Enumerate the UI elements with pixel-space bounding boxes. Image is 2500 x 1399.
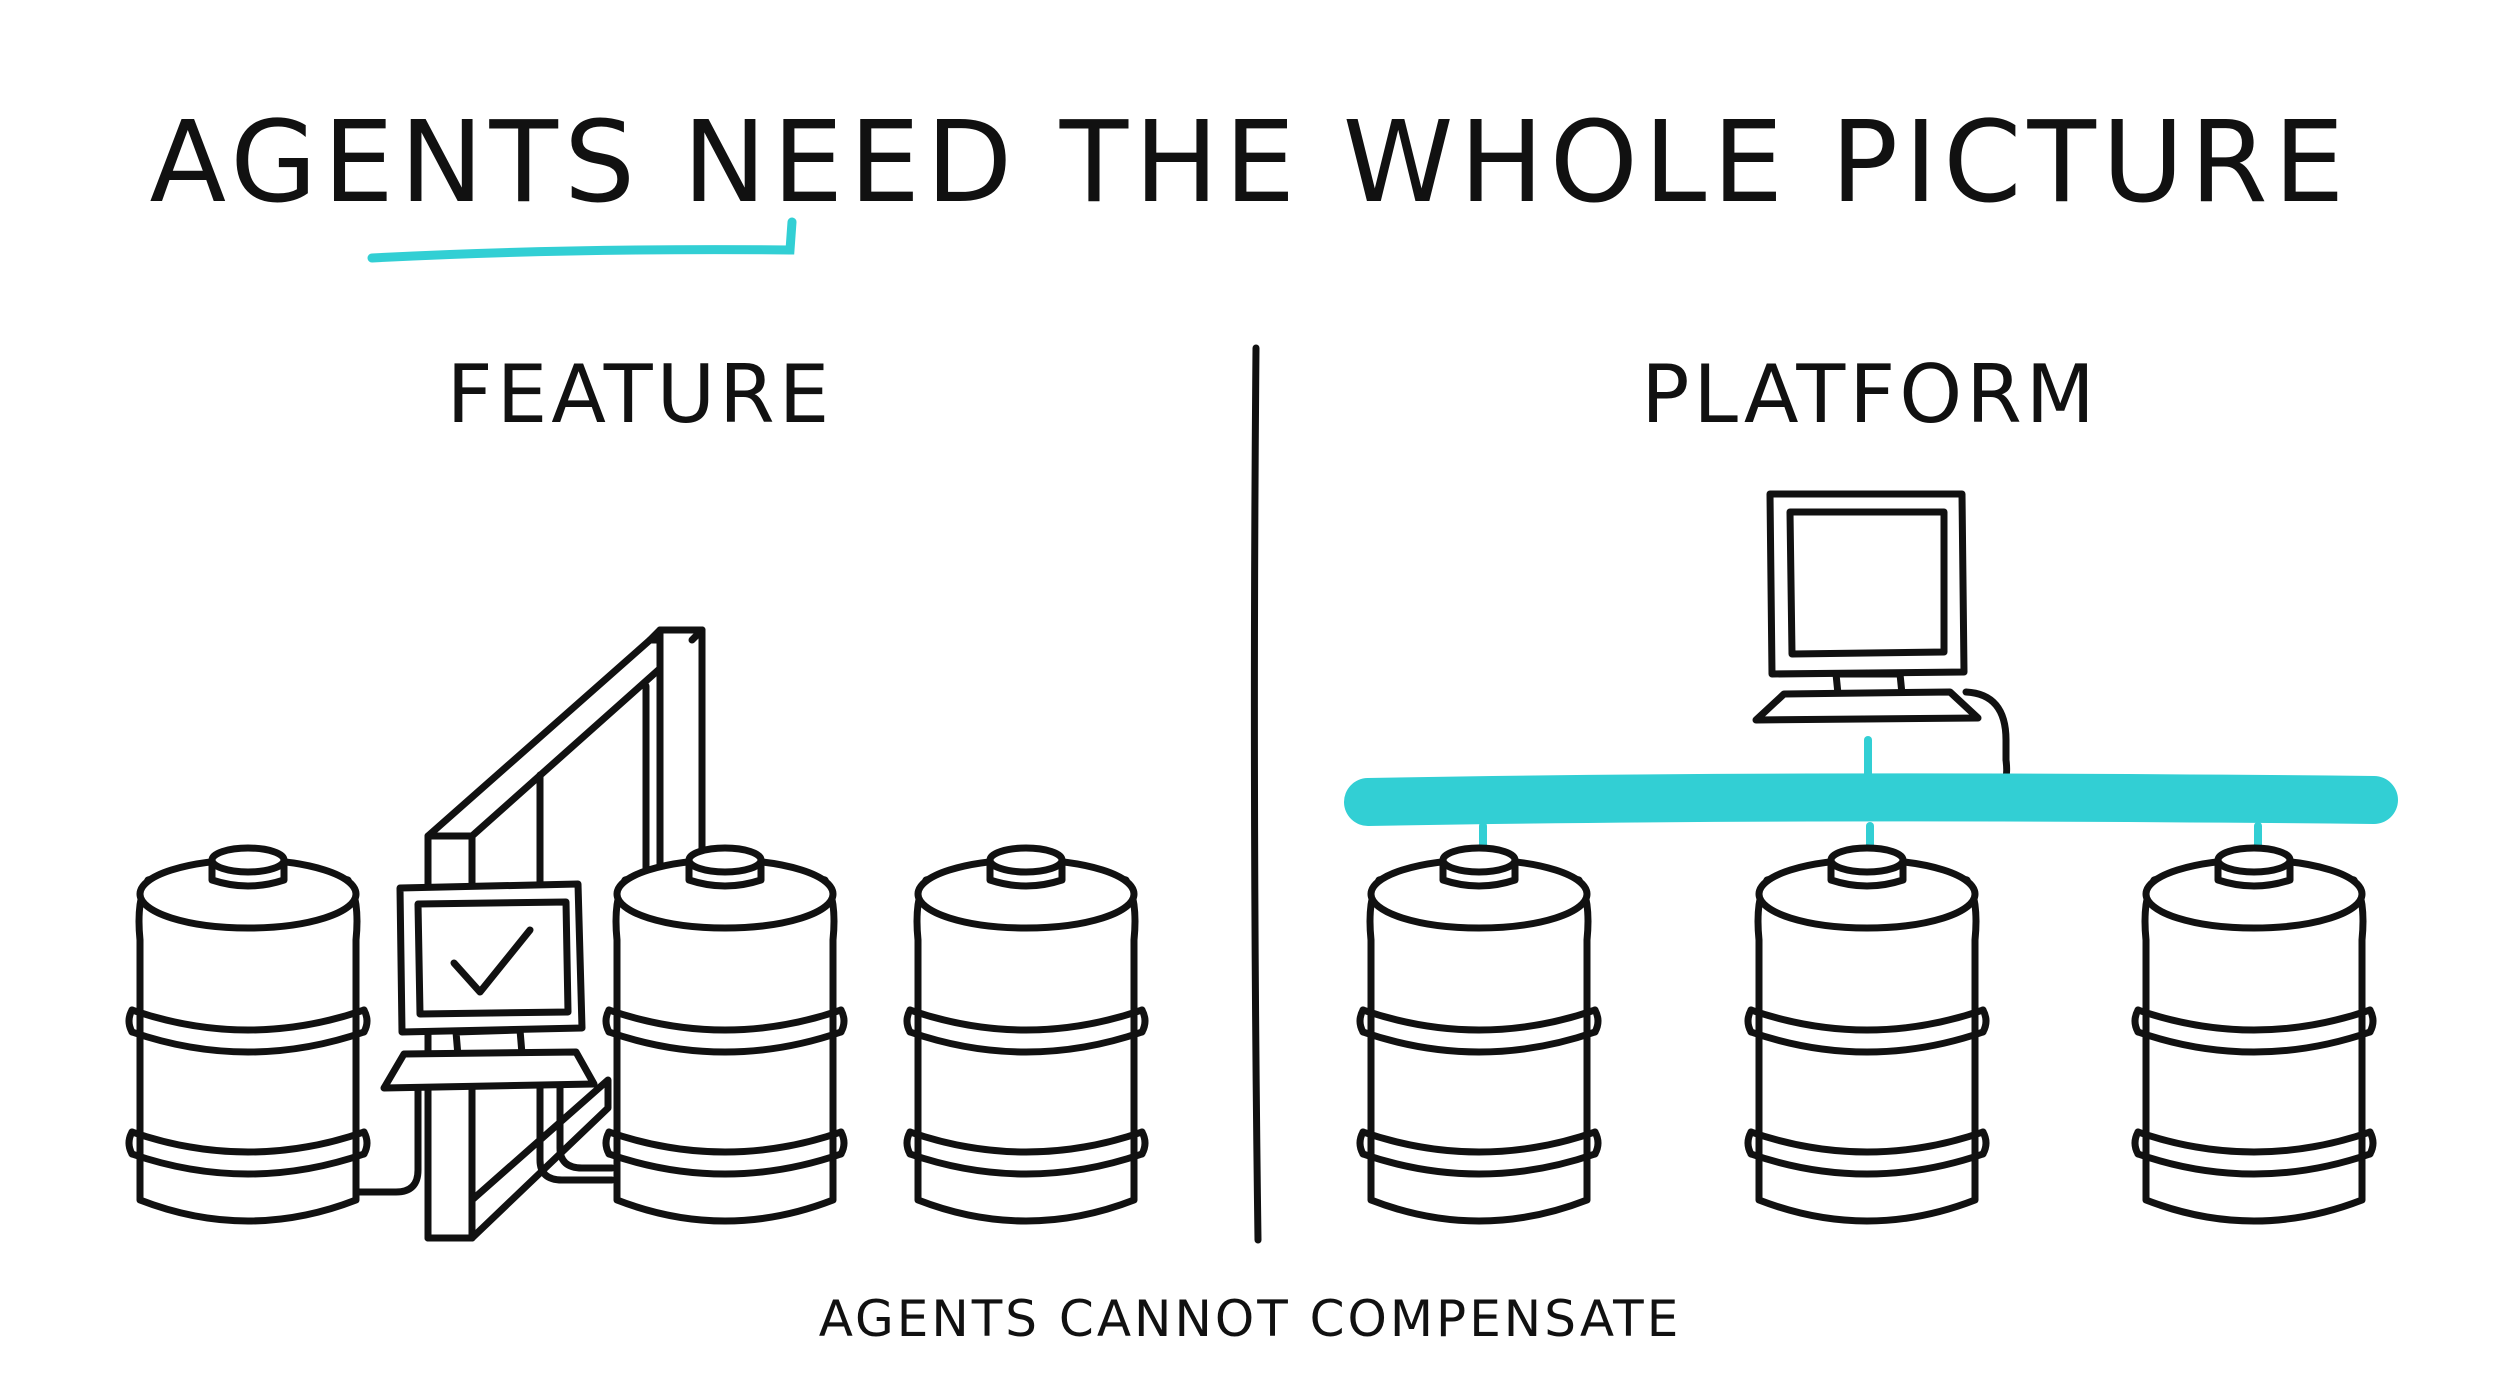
conveyor-icon bbox=[424, 626, 706, 1242]
feature-diagram bbox=[129, 626, 1145, 1242]
feature-panel-label: FEATURE bbox=[446, 348, 834, 441]
caption: AGENTS CANNOT COMPENSATE bbox=[818, 1290, 1682, 1348]
barrel-icon bbox=[129, 848, 367, 1221]
platform-diagram bbox=[1344, 490, 2398, 1221]
platform-panel-label: PLATFORM bbox=[1641, 348, 2099, 441]
keyboard-icon bbox=[1752, 688, 1982, 724]
title-underline bbox=[367, 217, 797, 263]
bus-bar-icon bbox=[1344, 736, 2398, 866]
barrel-icon bbox=[907, 848, 1145, 1221]
computer-icon bbox=[1752, 490, 2011, 784]
computer-icon bbox=[380, 880, 598, 1092]
panel-divider bbox=[1250, 344, 1262, 1244]
keyboard-icon bbox=[380, 1048, 598, 1092]
barrel-icon bbox=[1748, 848, 1986, 1221]
barrel-icon bbox=[606, 848, 844, 1221]
page-title: AGENTS NEED THE WHOLE PICTURE bbox=[149, 98, 2351, 228]
barrel-icon bbox=[1360, 848, 1598, 1221]
checkmark-icon bbox=[450, 926, 534, 996]
barrel-icon bbox=[2135, 848, 2373, 1221]
